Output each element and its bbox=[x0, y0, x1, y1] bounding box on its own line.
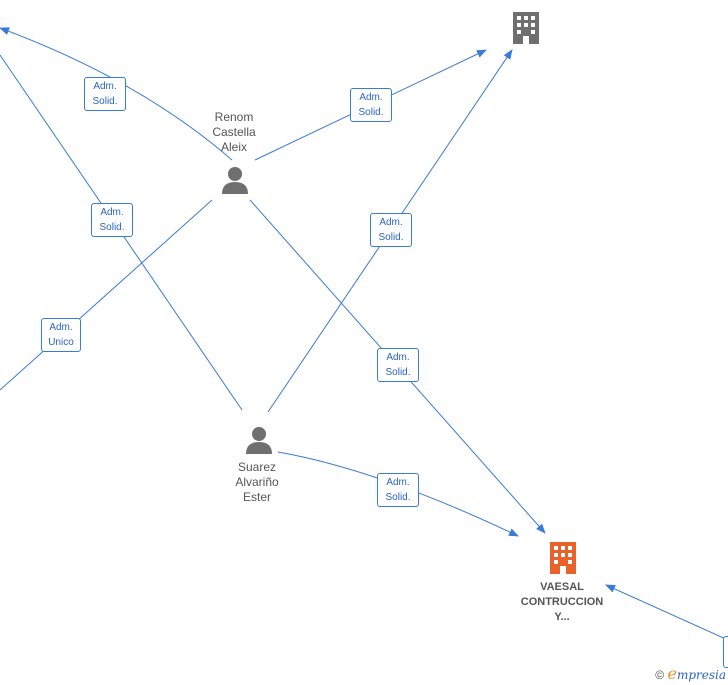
copyright-icon: © bbox=[655, 668, 665, 682]
person-icon-suarez[interactable] bbox=[246, 427, 272, 454]
brand-logo-e: e bbox=[667, 664, 677, 683]
person-label-renom[interactable]: Renom Castella Aleix bbox=[212, 110, 256, 154]
edge-badge-right-partial[interactable] bbox=[723, 636, 728, 668]
edge-renom-left bbox=[0, 199, 213, 391]
edge-badge-suarez-main[interactable]: Adm. Solid. bbox=[377, 473, 419, 507]
brand-logo-text: mpresia bbox=[676, 668, 726, 682]
person-label-suarez[interactable]: Suarez Alvariño Ester bbox=[235, 460, 279, 504]
building-icon-main[interactable] bbox=[550, 542, 576, 574]
edge-right-main bbox=[605, 584, 728, 641]
edge-badge-renom-left[interactable]: Adm. Unico bbox=[41, 318, 81, 352]
edge-badge-topleft-suarez[interactable]: Adm. Solid. bbox=[91, 203, 133, 237]
brand-footer: © empresia bbox=[655, 664, 726, 683]
edge-renom-topleft bbox=[0, 27, 233, 161]
building-icon-top[interactable] bbox=[513, 12, 539, 44]
edge-badge-renom-main[interactable]: Adm. Solid. bbox=[377, 348, 419, 382]
edge-badge-renom-top[interactable]: Adm. Solid. bbox=[350, 88, 392, 122]
edge-badge-renom-topleft[interactable]: Adm. Solid. bbox=[84, 77, 126, 111]
person-icon-renom[interactable] bbox=[222, 167, 248, 194]
edge-badge-suarez-top[interactable]: Adm. Solid. bbox=[370, 213, 412, 247]
company-label-main[interactable]: VAESAL CONTRUCCION Y... bbox=[520, 581, 604, 623]
